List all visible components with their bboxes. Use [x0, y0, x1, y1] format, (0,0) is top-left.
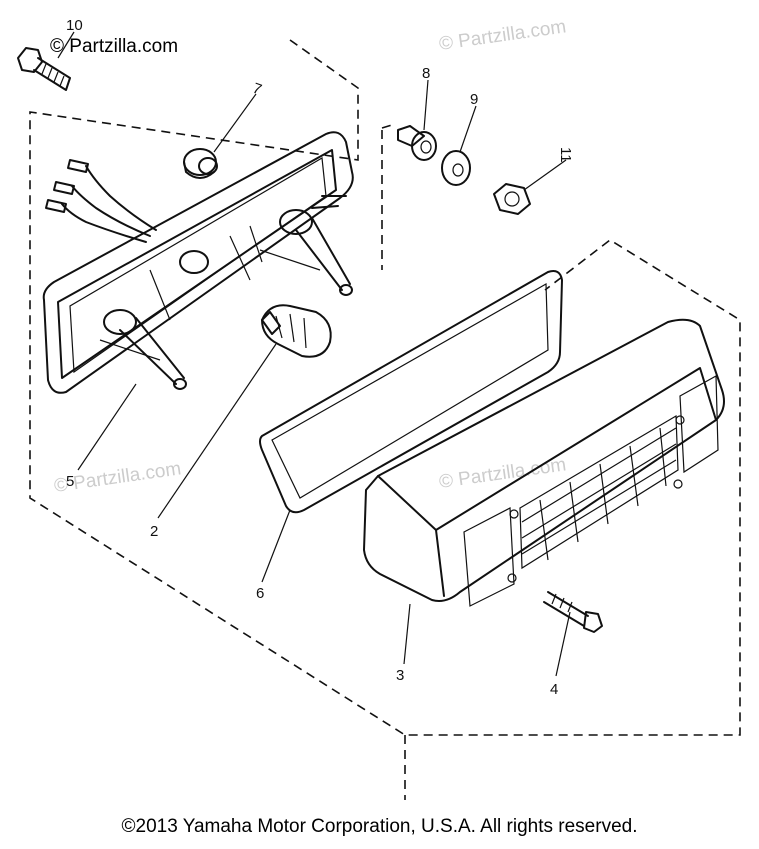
- lens-part-3: [363, 318, 725, 607]
- watermark-top-right: © Partzilla.com: [438, 16, 568, 55]
- callout-4: 4: [550, 681, 558, 698]
- leader-lines: [57, 31, 571, 677]
- assembly-boundary: [29, 39, 741, 800]
- gasket-part-6: [259, 270, 563, 514]
- callout-10: 10: [66, 17, 83, 34]
- callout-5: 5: [66, 473, 74, 490]
- callout-2: 2: [150, 523, 158, 540]
- callout-3: 3: [396, 667, 404, 684]
- collar-part-8: [397, 125, 437, 161]
- nut-part-11: [493, 183, 531, 215]
- callout-8: 8: [422, 65, 430, 82]
- callout-9: 9: [470, 91, 478, 108]
- callout-7: 7: [250, 80, 264, 99]
- copyright-notice: ©2013 Yamaha Motor Corporation, U.S.A. A…: [121, 816, 638, 837]
- watermark-top: © Partzilla.com: [50, 36, 178, 57]
- washer-part-9: [441, 150, 471, 186]
- callout-6: 6: [256, 585, 264, 602]
- grommet-part-7: [183, 148, 218, 179]
- callout-11: 11: [557, 147, 574, 163]
- screw-part-4: [543, 591, 603, 633]
- bulb-part-2: [261, 304, 332, 358]
- bolt-part-10: [17, 47, 71, 91]
- lamp-housing-part-5: [42, 131, 354, 394]
